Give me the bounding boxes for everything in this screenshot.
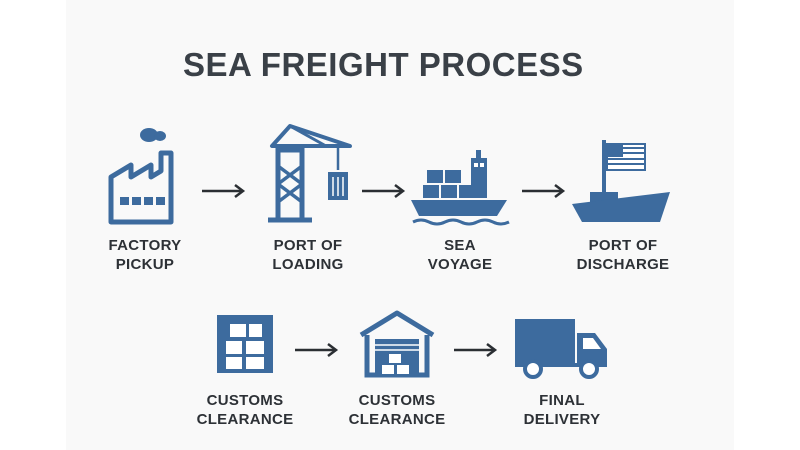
label-line-1: PORT OF — [273, 237, 343, 254]
step-label: PORT OF DISCHARGE — [548, 236, 698, 274]
step-label: SEA VOYAGE — [385, 236, 535, 274]
cargo-ship-icon — [411, 150, 510, 226]
flag-ship-icon — [572, 140, 670, 222]
arrow-icon — [362, 184, 406, 198]
label-line-1: PORT OF — [588, 237, 658, 254]
factory-icon — [108, 128, 174, 225]
arrow-icon — [295, 343, 339, 357]
step-label: FINAL DELIVERY — [487, 391, 637, 429]
truck-icon — [515, 319, 607, 379]
label-line-1: CUSTOMS — [358, 392, 436, 409]
port-crane-icon — [268, 124, 352, 223]
label-line-1: FINAL — [539, 392, 585, 409]
label-line-2: VOYAGE — [427, 256, 493, 273]
step-label: CUSTOMS CLEARANCE — [170, 391, 320, 429]
step-label: PORT OF LOADING — [233, 236, 383, 274]
label-line-1: CUSTOMS — [206, 392, 284, 409]
label-line-2: CLEARANCE — [348, 411, 446, 428]
label-line-1: FACTORY — [108, 237, 182, 254]
boxes-icon — [217, 315, 273, 373]
label-line-2: CLEARANCE — [196, 411, 294, 428]
arrow-icon — [454, 343, 498, 357]
label-line-2: DELIVERY — [523, 411, 601, 428]
arrow-icon — [522, 184, 566, 198]
step-label: CUSTOMS CLEARANCE — [322, 391, 472, 429]
step-label: FACTORY PICKUP — [70, 236, 220, 274]
label-line-1: SEA — [444, 237, 476, 254]
label-line-2: PICKUP — [115, 256, 175, 273]
diagram-title: SEA FREIGHT PROCESS — [183, 46, 584, 83]
label-line-2: DISCHARGE — [576, 256, 670, 273]
arrow-icon — [202, 184, 246, 198]
warehouse-icon — [359, 310, 435, 378]
label-line-2: LOADING — [272, 256, 344, 273]
